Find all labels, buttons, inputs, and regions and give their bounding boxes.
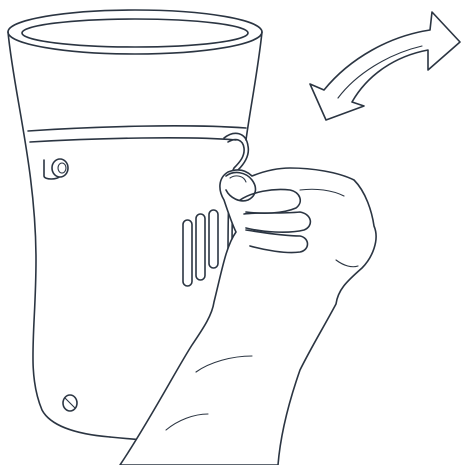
vessel-rim [8,10,262,54]
vent-slot [209,210,218,268]
side-knob [44,159,68,179]
vent-slots [183,210,218,286]
screw-slot [65,398,75,408]
vent-slot [183,220,192,286]
collar-line-bottom [30,138,236,142]
hand [120,168,376,465]
rim-inner [22,19,248,47]
collar-line-top [28,126,246,131]
collar-band [28,126,246,142]
rotate-arrow-shape [310,12,460,120]
vent-slot [196,214,205,280]
vessel-left-edge [8,32,110,437]
vessel-right-edge [246,32,262,140]
rotate-arrow-icon [310,12,460,120]
bottom-screw [63,395,77,411]
